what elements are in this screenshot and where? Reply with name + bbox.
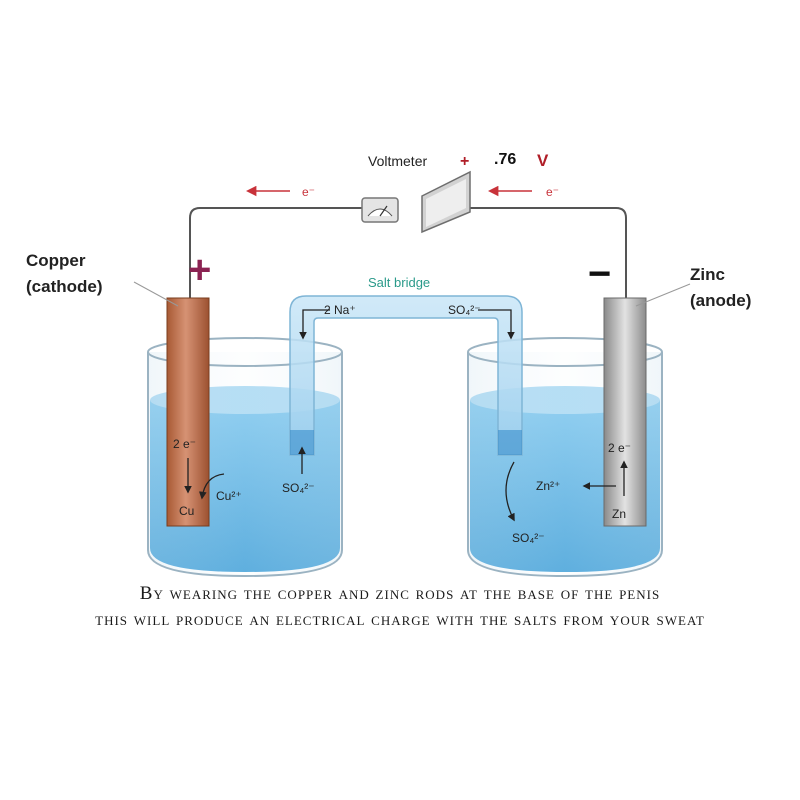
salt-bridge-label: Salt bridge <box>368 275 430 290</box>
electron-label-left: e⁻ <box>302 185 315 199</box>
left-sulfate-ion: SO₄²⁻ <box>282 481 315 495</box>
zinc-role-label: (anode) <box>690 291 751 310</box>
right-metal-label: Zn <box>612 507 626 521</box>
caption-line-1: By wearing the copper and zinc rods at t… <box>139 583 661 604</box>
voltage-plus-sign: + <box>460 153 469 170</box>
voltage-unit: V <box>537 151 549 170</box>
zinc-name-label: Zinc <box>690 265 725 284</box>
copper-pointer <box>133 281 179 307</box>
copper-name-label: Copper <box>26 251 86 270</box>
voltage-value: .76 <box>494 151 516 168</box>
voltmeter <box>361 170 471 234</box>
right-zinc-ion: Zn²⁺ <box>536 479 560 493</box>
copper-role-label: (cathode) <box>26 277 103 296</box>
left-metal-label: Cu <box>179 504 194 518</box>
plus-terminal-sign: + <box>188 248 211 292</box>
right-electrons-label: 2 e⁻ <box>608 441 631 455</box>
left-electrons-label: 2 e⁻ <box>173 437 196 451</box>
left-copper-ion: Cu²⁺ <box>216 489 242 503</box>
caption-line-2: this will produce an electrical charge w… <box>95 609 705 630</box>
voltmeter-label: Voltmeter <box>368 153 427 169</box>
bridge-ion-right: SO₄²⁻ <box>448 303 481 317</box>
bridge-arrow-left <box>299 309 330 340</box>
zinc-electrode <box>603 297 647 527</box>
minus-terminal-sign: − <box>588 252 611 296</box>
right-sulfate-ion: SO₄²⁻ <box>512 531 545 545</box>
electron-label-right: e⁻ <box>546 185 559 199</box>
bridge-arrow-right <box>478 309 515 340</box>
zinc-pointer <box>635 283 691 307</box>
bridge-ion-left: 2 Na⁺ <box>324 303 356 317</box>
left-ion-arrow <box>198 473 225 500</box>
right-sulfate-arrow <box>505 461 515 522</box>
circuit-wire <box>189 207 627 300</box>
